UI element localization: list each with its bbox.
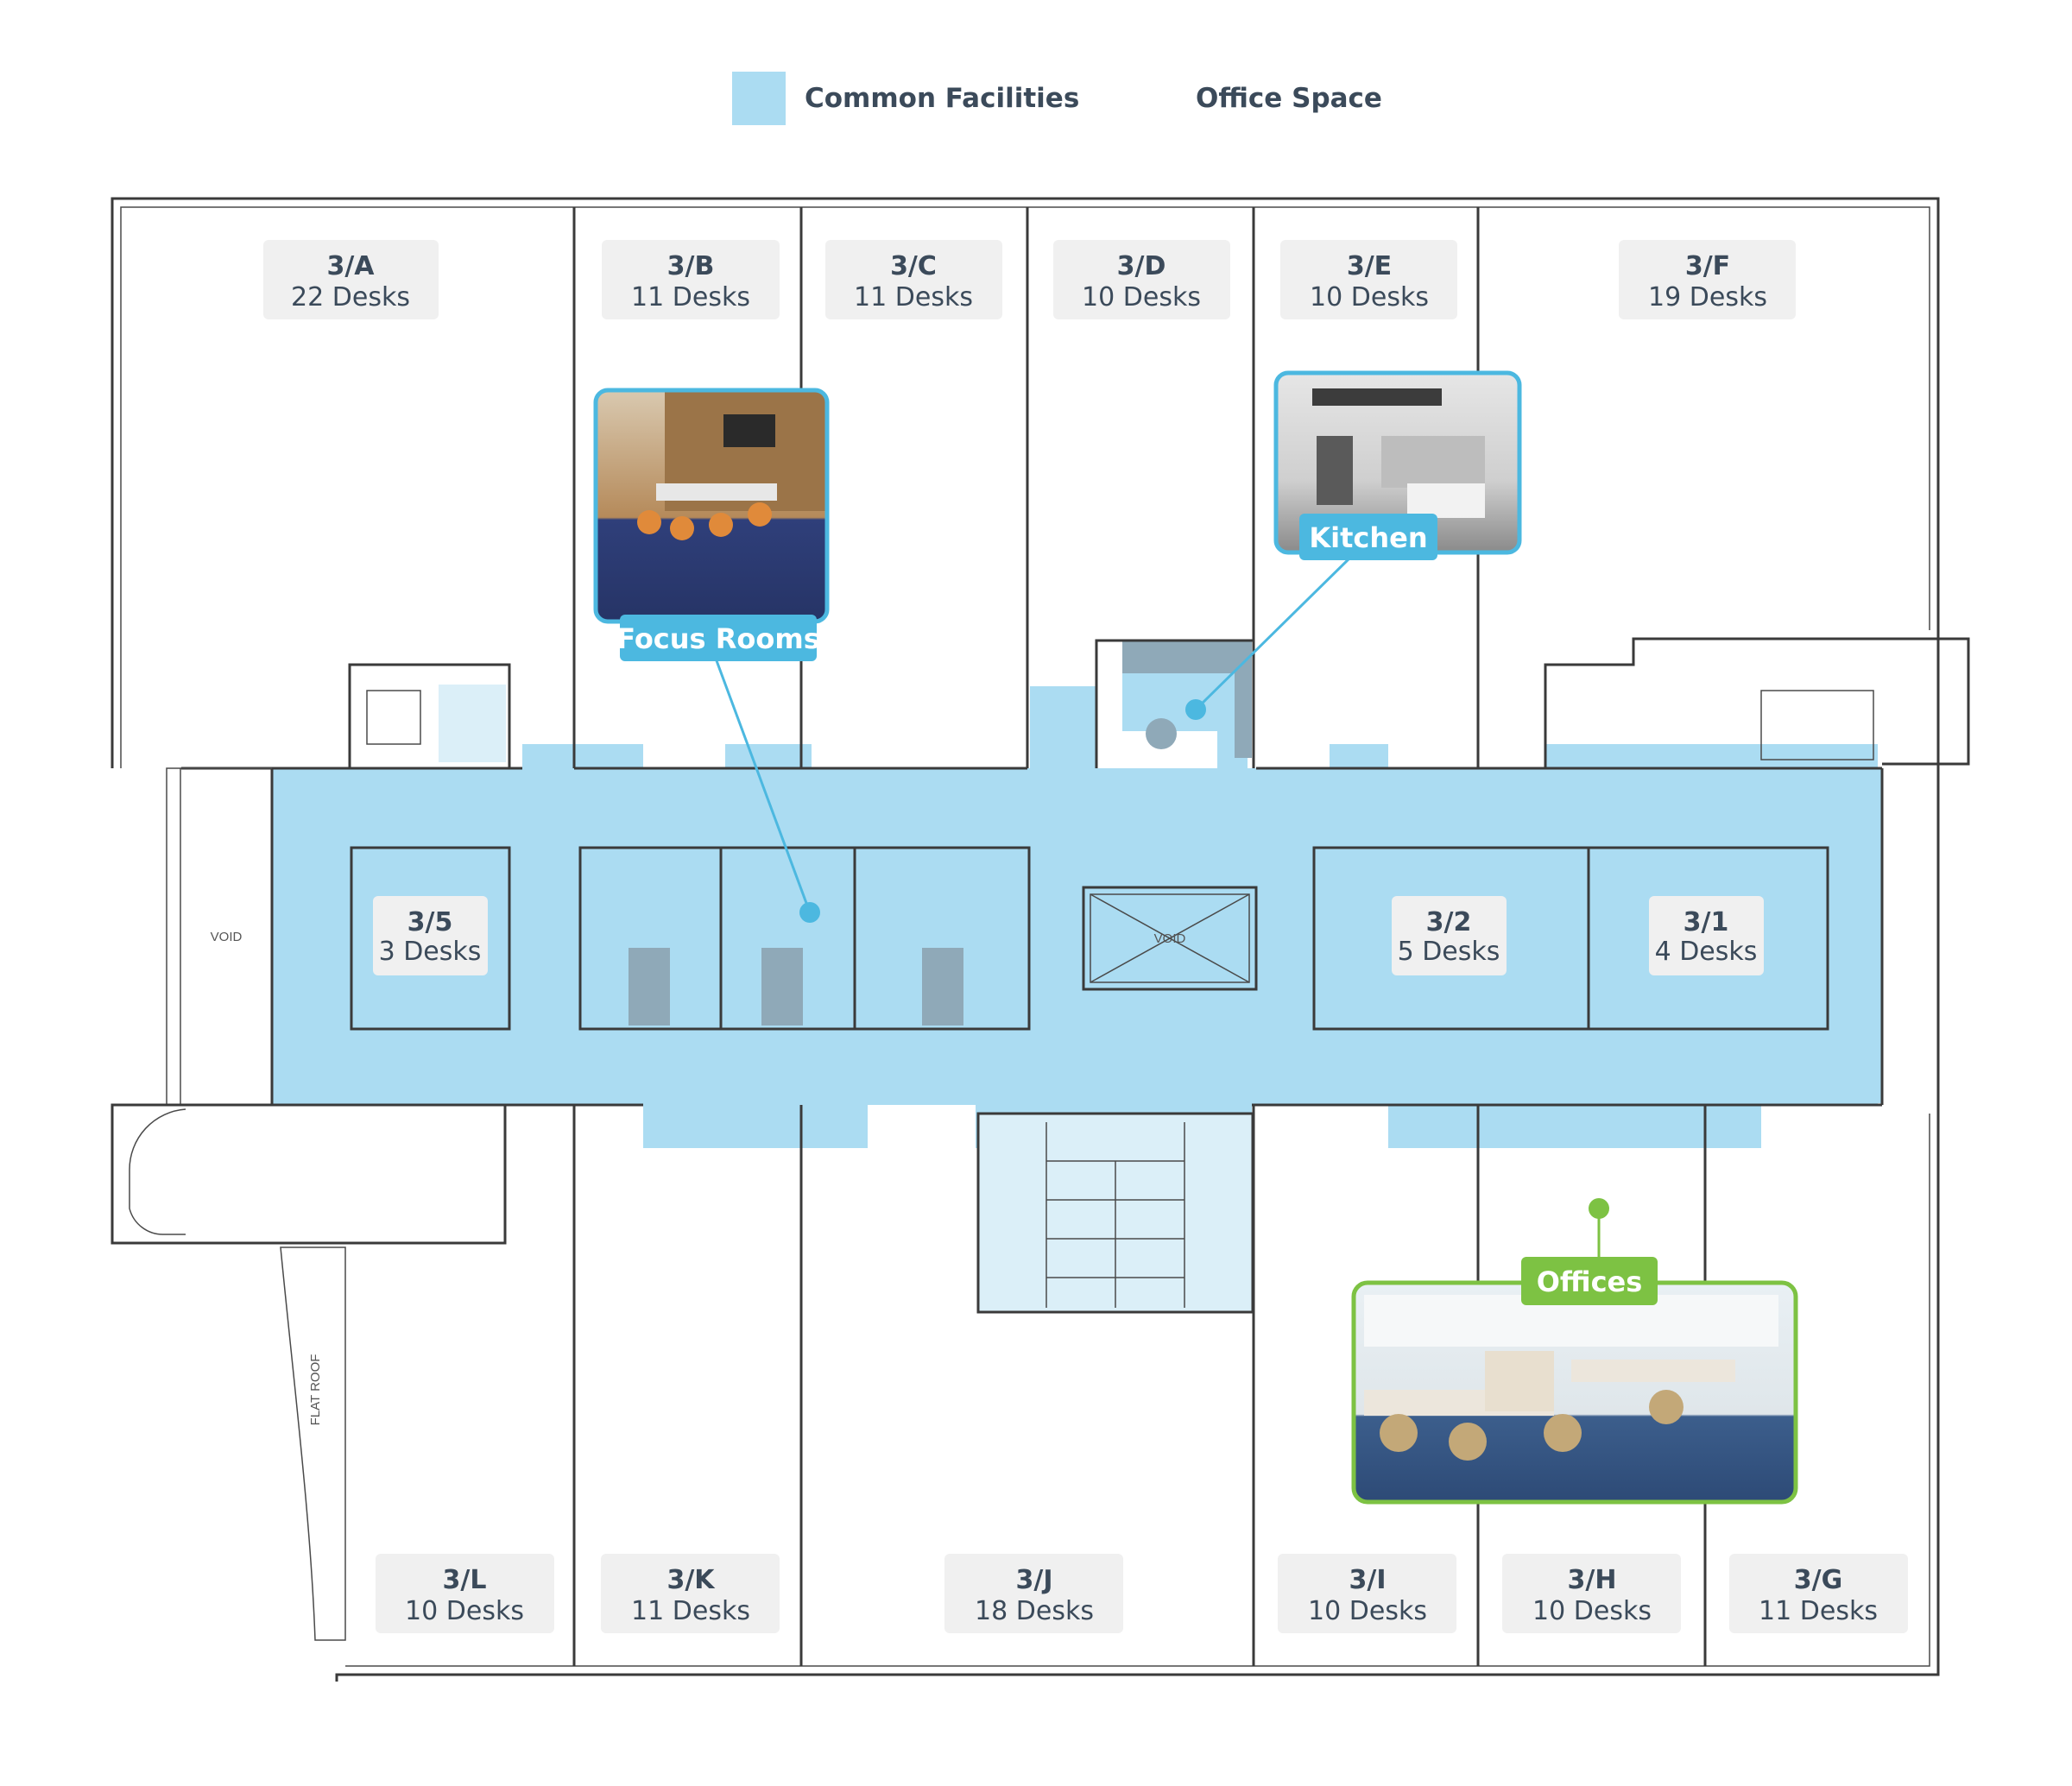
unit-3h-desks: 10 Desks xyxy=(1532,1596,1652,1626)
unit-3c[interactable]: 3/C 11 Desks xyxy=(825,240,1002,319)
unit-3l[interactable]: 3/L 10 Desks xyxy=(376,1554,554,1633)
unit-3g-desks: 11 Desks xyxy=(1759,1596,1878,1626)
unit-3j[interactable]: 3/J 18 Desks xyxy=(944,1554,1123,1633)
focus-rooms-photo xyxy=(596,390,827,622)
legend: Common Facilities Office Space xyxy=(732,72,1382,125)
unit-3j-desks: 18 Desks xyxy=(975,1596,1094,1626)
unit-3l-code: 3/L xyxy=(443,1565,487,1595)
unit-3a[interactable]: 3/A 22 Desks xyxy=(263,240,439,319)
flat-roof-label: FLAT ROOF xyxy=(308,1354,323,1426)
void-label-left: VOID xyxy=(211,930,243,944)
kitchen-label: Kitchen xyxy=(1309,521,1427,554)
unit-3f[interactable]: 3/F 19 Desks xyxy=(1619,240,1796,319)
unit-3f-code: 3/F xyxy=(1685,251,1730,281)
unit-3h[interactable]: 3/H 10 Desks xyxy=(1502,1554,1681,1633)
unit-3-1-desks: 4 Desks xyxy=(1655,937,1758,967)
void-label-center: VOID xyxy=(1154,931,1186,946)
unit-3-5-code: 3/5 xyxy=(407,907,453,937)
legend-swatch-common xyxy=(732,72,786,125)
legend-label-office: Office Space xyxy=(1196,83,1382,114)
callout-offices[interactable]: Offices xyxy=(1351,1198,1798,1505)
unit-3b-desks: 11 Desks xyxy=(631,282,750,312)
unit-3a-desks: 22 Desks xyxy=(291,282,410,312)
building-walls xyxy=(111,197,1970,1682)
unit-3i[interactable]: 3/I 10 Desks xyxy=(1278,1554,1456,1633)
unit-3i-code: 3/I xyxy=(1349,1565,1387,1595)
unit-3-2-desks: 5 Desks xyxy=(1398,937,1500,967)
unit-3d-code: 3/D xyxy=(1117,251,1166,281)
unit-3k[interactable]: 3/K 11 Desks xyxy=(601,1554,780,1633)
callout-focus-rooms[interactable]: Focus Rooms xyxy=(593,388,830,923)
unit-3g-code: 3/G xyxy=(1794,1565,1842,1595)
unit-3b-code: 3/B xyxy=(667,251,715,281)
unit-3-2-code: 3/2 xyxy=(1426,907,1472,937)
unit-3d-desks: 10 Desks xyxy=(1082,282,1201,312)
unit-3c-desks: 11 Desks xyxy=(854,282,973,312)
focus-rooms-label: Focus Rooms xyxy=(616,622,819,655)
unit-3d[interactable]: 3/D 10 Desks xyxy=(1053,240,1230,319)
kitchen-marker xyxy=(1185,699,1206,720)
unit-3l-desks: 10 Desks xyxy=(405,1596,524,1626)
callout-kitchen[interactable]: Kitchen xyxy=(1185,370,1522,720)
interior-rooms xyxy=(350,718,1829,1031)
offices-label: Offices xyxy=(1537,1265,1643,1298)
unit-3h-code: 3/H xyxy=(1568,1565,1617,1595)
kitchen-counter xyxy=(1122,641,1252,758)
unit-3k-code: 3/K xyxy=(666,1565,716,1595)
unit-3f-desks: 19 Desks xyxy=(1648,282,1767,312)
offices-photo xyxy=(1354,1283,1796,1502)
unit-3e-code: 3/E xyxy=(1347,251,1392,281)
legend-label-common: Common Facilities xyxy=(805,83,1079,114)
unit-3e[interactable]: 3/E 10 Desks xyxy=(1280,240,1457,319)
unit-3i-desks: 10 Desks xyxy=(1308,1596,1427,1626)
unit-3-2[interactable]: 3/2 5 Desks xyxy=(1392,896,1507,975)
unit-3j-code: 3/J xyxy=(1016,1565,1053,1595)
unit-3-5-desks: 3 Desks xyxy=(379,937,482,967)
unit-3-1[interactable]: 3/1 4 Desks xyxy=(1649,896,1764,975)
lift-fill xyxy=(439,685,506,762)
unit-3k-desks: 11 Desks xyxy=(631,1596,750,1626)
unit-3-5[interactable]: 3/5 3 Desks xyxy=(373,896,488,975)
unit-labels: 3/A 22 Desks 3/B 11 Desks 3/C 11 Desks 3… xyxy=(263,240,1908,1633)
unit-3c-code: 3/C xyxy=(890,251,937,281)
unit-3g[interactable]: 3/G 11 Desks xyxy=(1729,1554,1908,1633)
offices-marker xyxy=(1589,1198,1609,1219)
unit-3-1-code: 3/1 xyxy=(1684,907,1729,937)
corridor-fill xyxy=(272,686,1882,1148)
unit-3b[interactable]: 3/B 11 Desks xyxy=(602,240,780,319)
focus-rooms-marker xyxy=(799,902,820,923)
unit-3a-code: 3/A xyxy=(326,251,375,281)
unit-3e-desks: 10 Desks xyxy=(1310,282,1429,312)
common-area xyxy=(272,641,1882,1312)
